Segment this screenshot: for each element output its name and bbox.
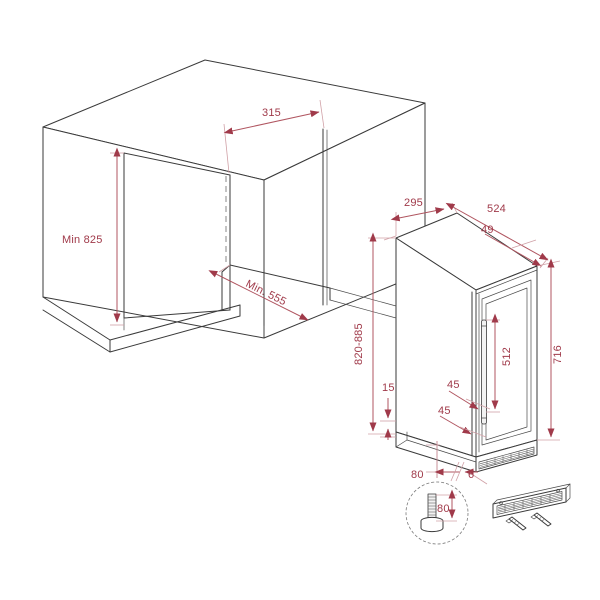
vent-grille-face: [492, 487, 567, 519]
cabinet-niche-top-left-edge: [123, 152, 231, 176]
screw-right: [530, 512, 552, 527]
screw-left-head: [505, 518, 512, 524]
appliance-base-vent-grille: [478, 446, 535, 470]
screw-left-shaft: [508, 516, 527, 531]
dim-6-group: 6: [434, 461, 488, 485]
dim-49-group: 49: [481, 224, 542, 267]
dim-716-group: 716: [536, 258, 564, 441]
vent-grille-right-edge: [565, 483, 571, 503]
dim-min555-line: [208, 270, 309, 321]
dim-716-label: 716: [552, 345, 564, 364]
appliance-vent-frame: [478, 446, 535, 470]
dim-45-lower-label: 45: [438, 405, 451, 417]
dim-45-lower-ext: [459, 426, 487, 438]
cabinet-plinth-left: [42, 296, 111, 353]
dim-45-upper-group: 45: [447, 379, 491, 410]
appliance-base-bottom-edge: [406, 439, 477, 463]
leveling-foot-detail-group: 80: [405, 481, 469, 545]
dim-820885-label: 820-885: [353, 323, 365, 365]
dim-6-ext-b: [455, 461, 465, 482]
dim-6-ext-a: [450, 461, 460, 482]
ventilation-grille-group: [492, 483, 571, 531]
kitchen-cabinet-group: [42, 59, 426, 353]
dim-45-upper-label: 45: [447, 379, 460, 391]
dim-295-group: 295: [383, 197, 445, 241]
dim-315-ext-right: [319, 99, 325, 129]
dim-min825-label: Min 825: [62, 234, 103, 246]
appliance-base-front: [475, 439, 538, 473]
dim-15-label: 15: [382, 382, 395, 394]
foot-dim-80-label: 80: [437, 503, 450, 515]
screw-right-shaft: [533, 512, 552, 527]
vent-grille-inner-frame: [496, 491, 563, 515]
dim-80-base-label: 80: [411, 469, 424, 481]
dim-min825-group: Min 825: [62, 147, 124, 326]
dim-6-ext-leader: [469, 472, 488, 485]
dim-15-group: 15: [380, 382, 396, 440]
dim-295-line: [390, 207, 445, 222]
dim-315-group: 315: [223, 99, 325, 174]
dim-6-label: 6: [468, 469, 474, 481]
dim-820-885-group: 820-885: [353, 232, 396, 435]
dim-512-group: 512: [486, 313, 513, 413]
vent-grille-hole-left: [499, 501, 503, 505]
context-rail-line-b: [329, 299, 397, 319]
dim-49-line: [484, 233, 542, 267]
dim-295-label: 295: [404, 197, 423, 209]
foot-base-body: [420, 521, 444, 533]
dim-716-ext-top: [536, 260, 561, 267]
screw-left: [505, 516, 527, 531]
dim-315-label: 315: [262, 107, 281, 119]
dim-45-upper-leader: [448, 390, 479, 410]
cabinet-plinth-front-lower: [109, 315, 241, 353]
dim-45-upper-ext: [465, 398, 491, 410]
dim-524-group: 524: [445, 202, 549, 269]
appliance-door-top-trim: [475, 269, 538, 295]
dim-45-lower-leader: [439, 415, 472, 435]
screw-right-head: [530, 514, 537, 520]
context-rail-line-a: [329, 287, 397, 307]
dim-49-label: 49: [481, 224, 494, 236]
vent-grille-top-edge: [492, 483, 571, 505]
appliance-door-handle: [481, 319, 487, 425]
dim-315-line: [223, 110, 320, 135]
vent-grille-hole-right: [556, 488, 560, 493]
dim-524-label: 524: [487, 203, 506, 215]
dim-45-lower-group: 45: [438, 405, 487, 438]
vent-grille-louvers: [497, 493, 563, 513]
foot-threaded-shaft: [427, 493, 437, 521]
dim-512-label: 512: [501, 347, 513, 366]
dim-524-line: [445, 202, 549, 261]
dim-49-ext: [511, 239, 537, 249]
